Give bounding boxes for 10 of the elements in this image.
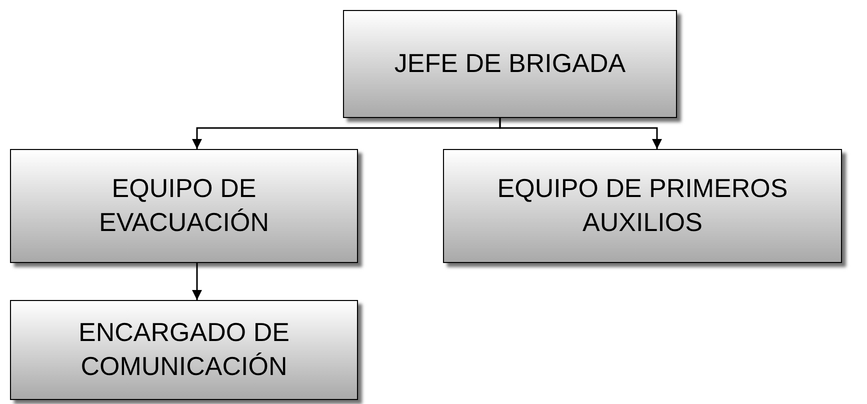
box-label: EQUIPO DE PRIMEROS AUXILIOS (496, 172, 789, 239)
org-box (10, 300, 358, 400)
connector-arrow (499, 118, 662, 149)
box-label: EQUIPO DE EVACUACIÓN (98, 172, 270, 239)
org-box (343, 10, 677, 118)
org-box (10, 149, 358, 263)
box-label: JEFE DE BRIGADA (394, 47, 626, 80)
org-box (443, 149, 842, 263)
box-label: ENCARGADO DE COMUNICACIÓN (78, 316, 290, 383)
connector-arrow (192, 263, 202, 300)
